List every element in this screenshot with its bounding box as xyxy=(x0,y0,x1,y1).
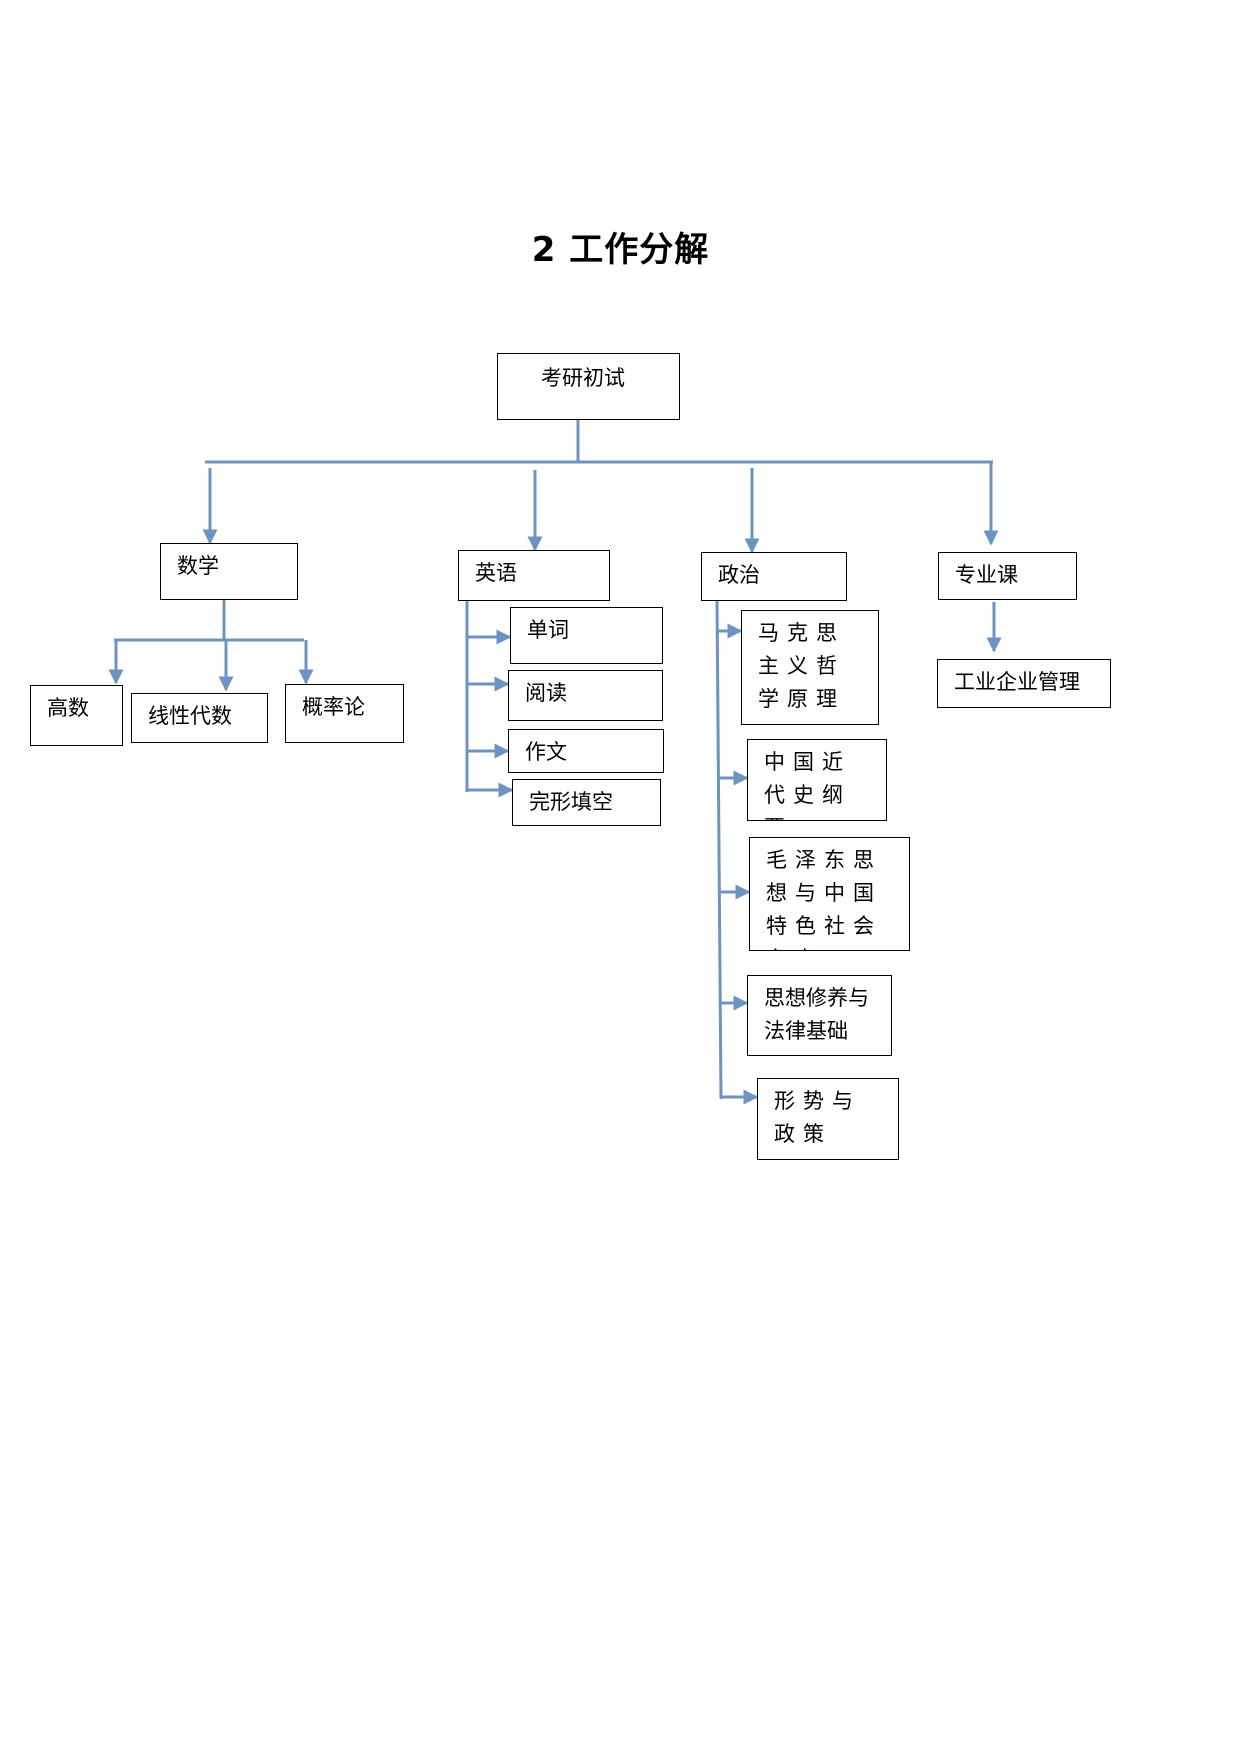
node-makesi: 马克思主义哲学原理 xyxy=(741,610,879,725)
node-major: 专业课 xyxy=(938,552,1077,600)
page-title: 2 工作分解 xyxy=(531,230,710,270)
node-yuedu: 阅读 xyxy=(508,670,663,721)
node-jindai: 中国近代史纲要 xyxy=(747,739,887,821)
root-node: 考研初试 xyxy=(497,353,680,420)
politics-trunk-line xyxy=(715,599,723,1100)
node-danci: 单词 xyxy=(510,607,663,664)
node-math: 数学 xyxy=(160,543,298,600)
node-gailv: 概率论 xyxy=(285,684,404,743)
node-wanxing: 完形填空 xyxy=(512,779,661,826)
node-maozedong: 毛泽东思想与中国特色社会主义 xyxy=(749,837,910,951)
node-gaoshu: 高数 xyxy=(30,685,123,746)
node-xingshi: 形势与政策 xyxy=(757,1078,899,1160)
node-xianxing: 线性代数 xyxy=(131,693,268,743)
node-english: 英语 xyxy=(458,550,610,601)
node-sixiang: 思想修养与法律基础 xyxy=(747,975,892,1056)
node-gongye: 工业企业管理 xyxy=(937,659,1111,708)
node-zuowen: 作文 xyxy=(508,729,664,773)
node-politics: 政治 xyxy=(701,552,847,601)
